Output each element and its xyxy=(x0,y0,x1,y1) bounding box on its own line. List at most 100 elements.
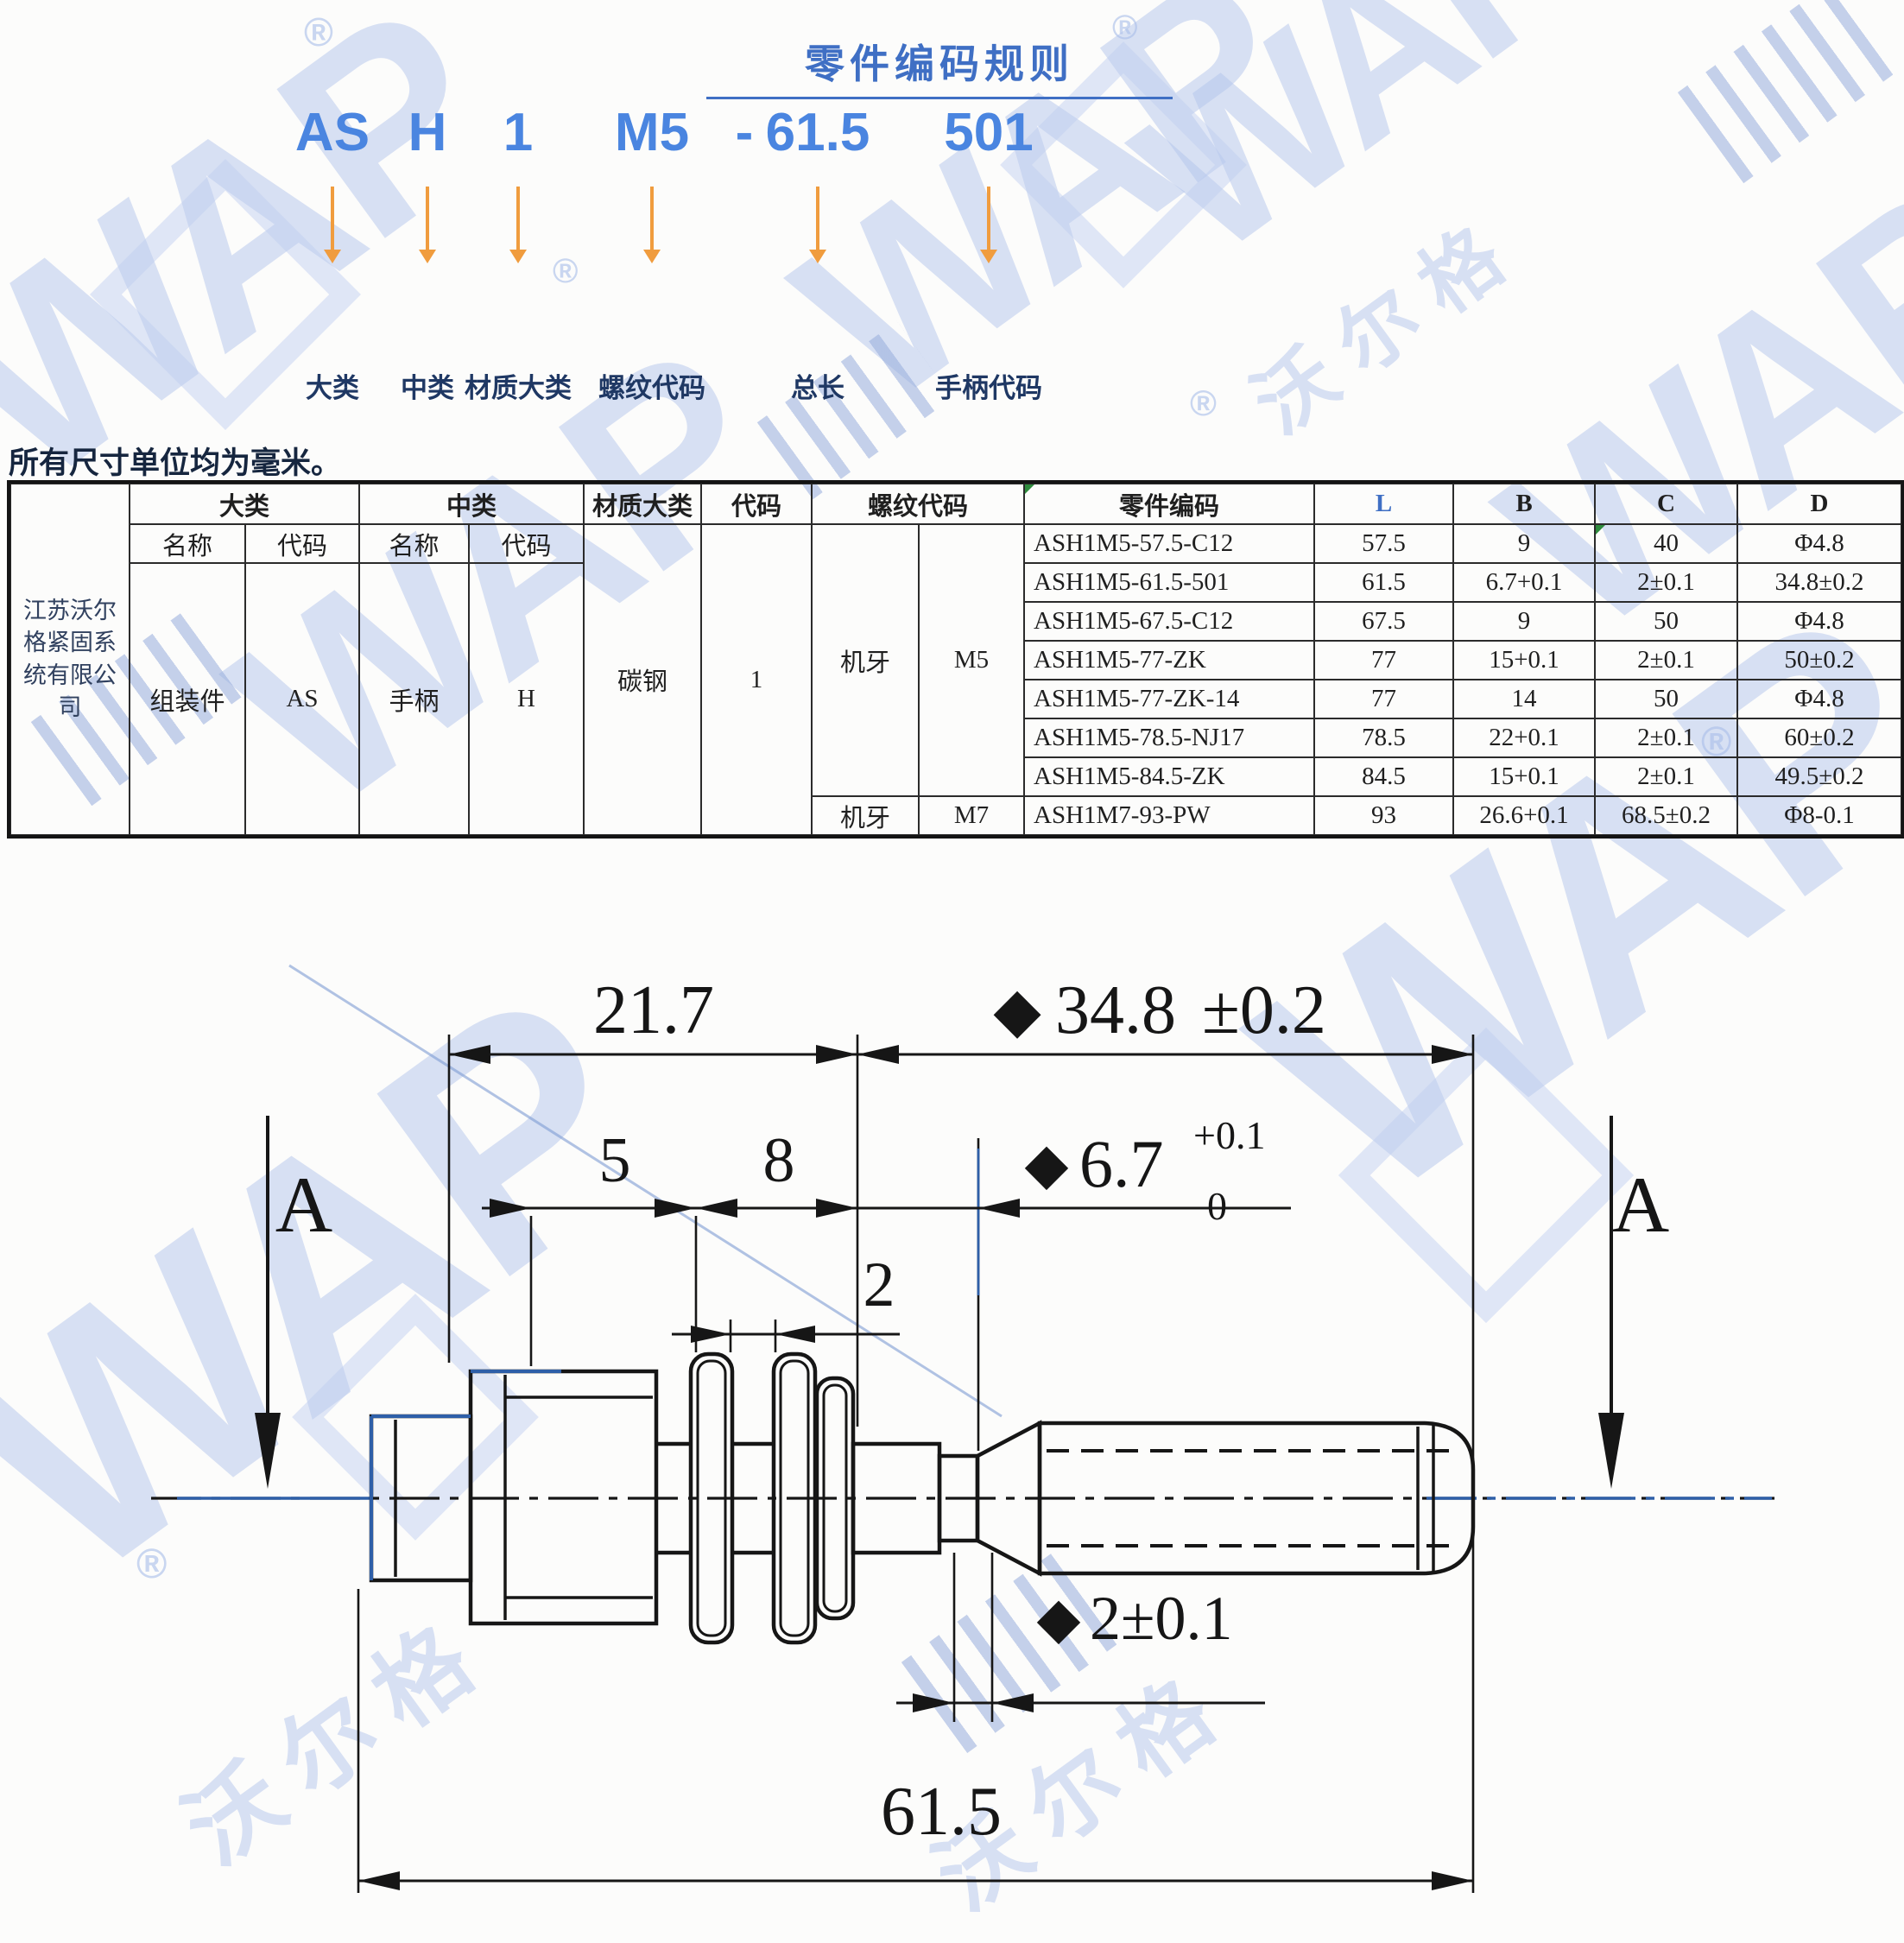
registered-mark-icon: ® xyxy=(1112,9,1138,47)
technical-drawing: 21.7 ◆ 34.8 ±0.2 5 8 ◆ 6.7 +0.1 0 2 ◆ 2±… xyxy=(151,964,1774,1893)
cell-thread-m7-code: M7 xyxy=(919,796,1024,835)
cell-main-class-code: AS xyxy=(245,563,359,835)
dim-34-8-tol: ±0.2 xyxy=(1202,972,1326,1048)
table-row-L: 57.5 xyxy=(1314,524,1453,563)
washer-1 xyxy=(688,1351,735,1645)
cell-material-code: 1 xyxy=(701,524,812,835)
label-main-class: 大类 xyxy=(306,373,359,403)
header-part-number: 零件编码 xyxy=(1024,484,1314,524)
units-note: 所有尺寸单位均为毫米。 xyxy=(9,446,342,480)
diamond-icon: ◆ xyxy=(993,976,1041,1045)
table-row-code: ASH1M5-57.5-C12 xyxy=(1024,524,1314,563)
cell-main-class-name: 组装件 xyxy=(130,563,245,835)
table-row-L: 84.5 xyxy=(1314,757,1453,796)
table-row-B: 6.7+0.1 xyxy=(1453,563,1595,602)
watermark-line xyxy=(288,964,1003,1418)
dim-61-5: 61.5 xyxy=(881,1774,1002,1850)
cell-mid-class-name: 手柄 xyxy=(359,563,469,835)
table-row-L: 67.5 xyxy=(1314,602,1453,641)
subheader-name: 名称 xyxy=(130,524,245,563)
header-C: C xyxy=(1595,484,1737,524)
dim-6-7-lower-tol: 0 xyxy=(1207,1184,1227,1228)
header-D: D xyxy=(1737,484,1901,524)
diamond-icon: ◆ xyxy=(1037,1587,1081,1650)
table-row-B: 22+0.1 xyxy=(1453,718,1595,757)
table-row-B: 14 xyxy=(1453,680,1595,718)
company-line: 江苏沃尔 xyxy=(23,598,117,623)
table-row-code: ASH1M5-84.5-ZK xyxy=(1024,757,1314,796)
table-row-L: 77 xyxy=(1314,641,1453,680)
subheader-name: 名称 xyxy=(359,524,469,563)
table-row-code: ASH1M7-93-PW xyxy=(1024,796,1314,835)
down-arrow-icon xyxy=(324,187,341,263)
registered-mark-icon: ® xyxy=(553,252,579,290)
cell-mid-class-code: H xyxy=(469,563,584,835)
table-row-C: 50 xyxy=(1595,680,1737,718)
dim-6-7-upper-tol: +0.1 xyxy=(1193,1113,1265,1157)
dim-5: 5 xyxy=(599,1125,631,1196)
subheader-code: 代码 xyxy=(245,524,359,563)
down-arrow-icon xyxy=(419,187,436,263)
cell-thread-m5-name: 机牙 xyxy=(812,524,919,796)
table-row-code: ASH1M5-77-ZK xyxy=(1024,641,1314,680)
down-arrow-icon xyxy=(509,187,527,263)
header-material: 材质大类 xyxy=(584,484,701,524)
code-segment-main-class: AS xyxy=(294,103,370,162)
table-row-code: ASH1M5-78.5-NJ17 xyxy=(1024,718,1314,757)
table-row-D: 60±0.2 xyxy=(1737,718,1901,757)
table-row-L: 78.5 xyxy=(1314,718,1453,757)
company-line: 统有限公 xyxy=(23,661,117,688)
table-row-D: Φ8-0.1 xyxy=(1737,796,1901,835)
table-row-B: 15+0.1 xyxy=(1453,641,1595,680)
table-row-B: 9 xyxy=(1453,524,1595,563)
registered-mark-icon: ® xyxy=(136,1541,168,1587)
registered-mark-icon: ® xyxy=(1701,719,1732,765)
table-row-code: ASH1M5-77-ZK-14 xyxy=(1024,680,1314,718)
registered-mark-icon: ® xyxy=(1190,383,1217,423)
dim-8: 8 xyxy=(763,1125,795,1196)
table-row-code: ASH1M5-61.5-501 xyxy=(1024,563,1314,602)
table-row-C: 68.5±0.2 xyxy=(1595,796,1737,835)
header-B: B xyxy=(1453,484,1595,524)
code-segment-material: 1 xyxy=(503,103,534,162)
code-segment-mid-class: H xyxy=(408,103,447,162)
table-row-code: ASH1M5-67.5-C12 xyxy=(1024,602,1314,641)
outline-blue-accents xyxy=(370,1370,561,1580)
header-code: 代码 xyxy=(701,484,812,524)
section-label-A-left: A xyxy=(275,1161,332,1249)
dimension-arrows xyxy=(358,1045,1473,1890)
table-row-D: 34.8±0.2 xyxy=(1737,563,1901,602)
table-row-B: 9 xyxy=(1453,602,1595,641)
table-row-C: 50 xyxy=(1595,602,1737,641)
header-L: L xyxy=(1314,484,1453,524)
code-segment-thread: M5 xyxy=(614,103,690,162)
table-row-C: 40 xyxy=(1595,524,1737,563)
table-row-B: 26.6+0.1 xyxy=(1453,796,1595,835)
watermark-stripes xyxy=(1677,0,1898,184)
section-arrows xyxy=(255,1116,1624,1489)
company-line: 格紧固系 xyxy=(23,630,117,656)
table-row-D: 49.5±0.2 xyxy=(1737,757,1901,796)
table-row-C: 2±0.1 xyxy=(1595,718,1737,757)
label-thread: 螺纹代码 xyxy=(598,373,705,403)
table-row-L: 93 xyxy=(1314,796,1453,835)
table-row-C: 2±0.1 xyxy=(1595,563,1737,602)
washer-1-inner xyxy=(696,1359,727,1637)
washer-3-inner xyxy=(822,1383,848,1613)
header-part-number-label: 零件编码 xyxy=(1118,492,1219,521)
section-label-A-right: A xyxy=(1612,1161,1669,1249)
cell-thread-m7-name: 机牙 xyxy=(812,796,919,835)
handle-grip xyxy=(468,1369,659,1626)
table-row-C: 2±0.1 xyxy=(1595,757,1737,796)
table-row-L: 77 xyxy=(1314,680,1453,718)
table-row-D: Φ4.8 xyxy=(1737,680,1901,718)
table-row-D: Φ4.8 xyxy=(1737,602,1901,641)
table-row-L: 61.5 xyxy=(1314,563,1453,602)
table-row-D: Φ4.8 xyxy=(1737,524,1901,563)
down-arrow-icon xyxy=(643,187,661,263)
diamond-icon: ◆ xyxy=(1025,1133,1069,1196)
washer-2-inner xyxy=(779,1359,810,1637)
down-arrow-icon xyxy=(980,187,997,263)
company-cell: 江苏沃尔 格紧固系 统有限公 司 xyxy=(10,484,130,835)
